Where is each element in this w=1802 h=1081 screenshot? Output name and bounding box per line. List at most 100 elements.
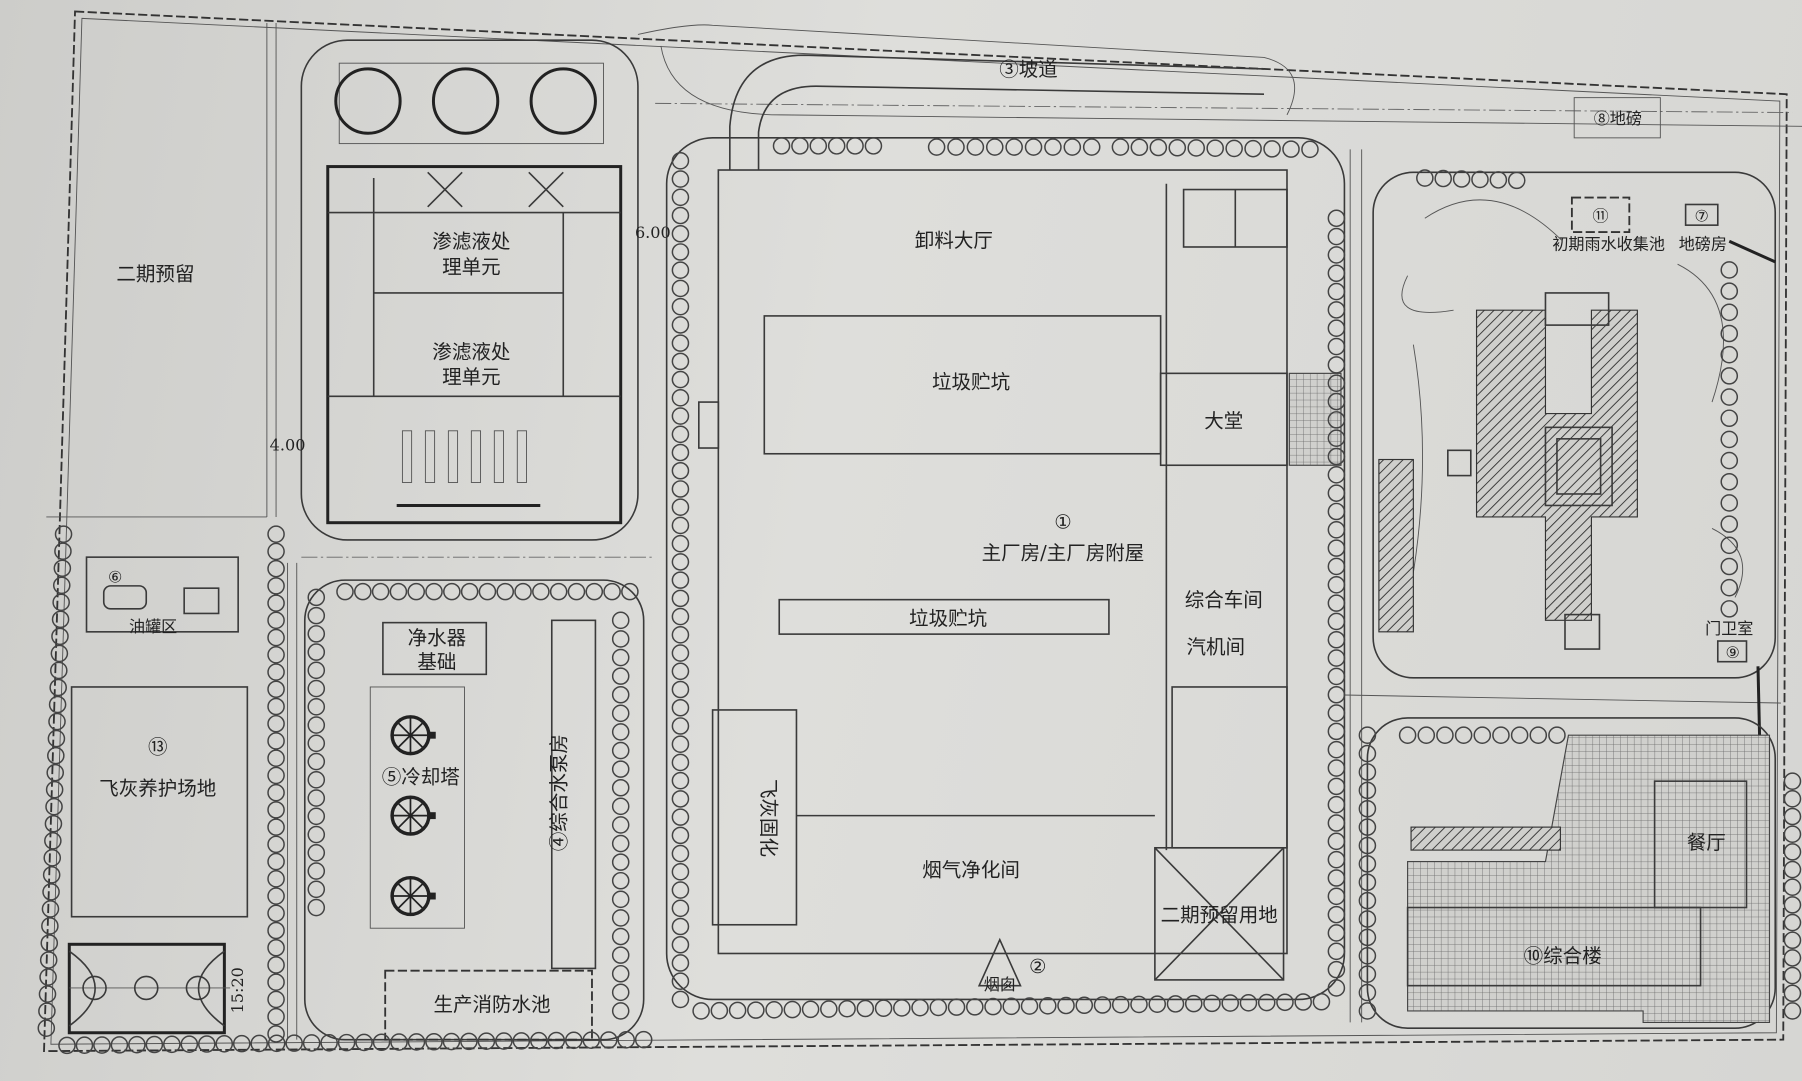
- tree-icon: [41, 900, 60, 918]
- tree-icon: [671, 389, 690, 407]
- waste-pit-2-label: 垃圾贮坑: [909, 607, 987, 630]
- main-plant-number: ①: [1054, 510, 1072, 533]
- utility-area: 净水器 基础 ⑤冷却塔 ④综合水泵房 生产消防水池: [303, 579, 645, 1041]
- tree-icon: [1149, 138, 1168, 157]
- leachate-unit-1-line2: 理单元: [442, 255, 501, 278]
- tree-icon: [747, 1001, 765, 1019]
- tree-icon: [671, 571, 690, 589]
- tree-icon: [1327, 264, 1346, 283]
- tree-icon: [783, 1000, 802, 1019]
- rain-pool-label: 初期雨水收集池: [1552, 234, 1665, 253]
- tree-icon: [389, 582, 408, 601]
- tree-icon: [671, 206, 690, 225]
- tree-icon: [1720, 515, 1739, 533]
- tree-icon: [611, 927, 630, 946]
- tree-icon: [307, 625, 326, 643]
- tree-icon: [585, 582, 604, 601]
- tree-icon: [267, 594, 285, 612]
- tree-icon: [1454, 726, 1473, 745]
- tree-icon: [215, 1035, 234, 1053]
- tree-icon: [1720, 536, 1739, 555]
- tree-icon: [1187, 139, 1206, 157]
- tree-rows: [37, 137, 1802, 1055]
- tree-icon: [267, 680, 285, 699]
- tree-icon: [1327, 429, 1346, 447]
- tree-icon: [1327, 502, 1346, 521]
- tree-icon: [809, 137, 828, 155]
- tree-icon: [1358, 763, 1377, 781]
- tree-icon: [1327, 557, 1346, 576]
- tree-icon: [1327, 777, 1346, 796]
- tree-icon: [671, 407, 690, 425]
- tree-icon: [128, 1035, 146, 1054]
- leachate-unit-1-line1: 渗滤液处: [432, 230, 510, 253]
- tree-icon: [1327, 759, 1346, 777]
- tree-icon: [1783, 949, 1802, 967]
- tree-icon: [1327, 667, 1346, 686]
- tree-icon: [671, 990, 690, 1009]
- tree-icon: [671, 516, 690, 535]
- tree-icon: [611, 853, 630, 871]
- tree-icon: [947, 998, 966, 1016]
- tree-icon: [671, 152, 690, 170]
- tree-icon: [54, 542, 72, 561]
- tree-icon: [39, 968, 57, 986]
- tree-icon: [671, 243, 690, 261]
- tree-icon: [267, 870, 285, 888]
- tree-icon: [611, 630, 630, 648]
- tree-icon: [512, 1032, 531, 1050]
- tree-icon: [46, 763, 65, 782]
- oil-tank-label: 油罐区: [129, 617, 177, 636]
- tree-icon: [145, 1035, 164, 1054]
- leachate-unit-2-line2: 理单元: [442, 366, 501, 389]
- tree-icon: [692, 1002, 710, 1020]
- rain-pool-number: ⑪: [1593, 207, 1609, 226]
- elevation-4: 4.00: [270, 435, 306, 454]
- tree-icon: [267, 801, 285, 819]
- tree-icon: [1783, 807, 1802, 826]
- tree-icon: [1358, 873, 1377, 892]
- tree-icon: [1783, 931, 1802, 950]
- tree-icon: [307, 771, 326, 789]
- tree-icon: [425, 582, 443, 601]
- tree-icon: [40, 934, 59, 952]
- tree-icon: [54, 525, 73, 543]
- tree-icon: [927, 138, 946, 156]
- tank-icon: [493, 430, 504, 483]
- tree-icon: [1327, 795, 1346, 814]
- chimney-icon: [977, 937, 1022, 987]
- tree-icon: [1358, 744, 1377, 763]
- tree-icon: [44, 814, 63, 833]
- tree-icon: [443, 582, 461, 601]
- tree-icon: [1720, 303, 1739, 322]
- tree-icon: [827, 137, 846, 155]
- tree-icon: [671, 261, 690, 280]
- tree-icon: [51, 627, 69, 646]
- tree-icon: [267, 628, 285, 647]
- tree-icon: [337, 1033, 356, 1052]
- tree-icon: [1327, 850, 1346, 869]
- tree-icon: [611, 834, 630, 853]
- left-facilities: ⑥ 油罐区 ⑬ 飞灰养护场地 15:20: [67, 556, 249, 1035]
- fire-pool-label: 生产消防水池: [433, 993, 550, 1016]
- tree-icon: [1783, 772, 1802, 790]
- workshop-label: 综合车间: [1185, 589, 1263, 612]
- tree-icon: [1720, 578, 1739, 597]
- tree-icon: [671, 644, 690, 662]
- tree-icon: [1358, 946, 1377, 965]
- tree-icon: [267, 852, 285, 871]
- leachate-treatment-area: 渗滤液处 理单元 渗滤液处 理单元 6.00 4.00: [270, 39, 671, 541]
- tree-icon: [307, 789, 326, 807]
- cooling-tower-label: ⑤冷却塔: [382, 765, 460, 788]
- tree-icon: [671, 607, 690, 626]
- tree-icon: [267, 887, 285, 905]
- tree-icon: [38, 1002, 56, 1020]
- tree-icon: [307, 661, 326, 680]
- tree-icon: [1276, 993, 1294, 1012]
- tree-icon: [1294, 993, 1312, 1011]
- tree-icon: [671, 334, 690, 352]
- tree-icon: [1282, 140, 1300, 158]
- tree-icon: [1358, 836, 1377, 855]
- cooling-fan-icon: [390, 795, 436, 836]
